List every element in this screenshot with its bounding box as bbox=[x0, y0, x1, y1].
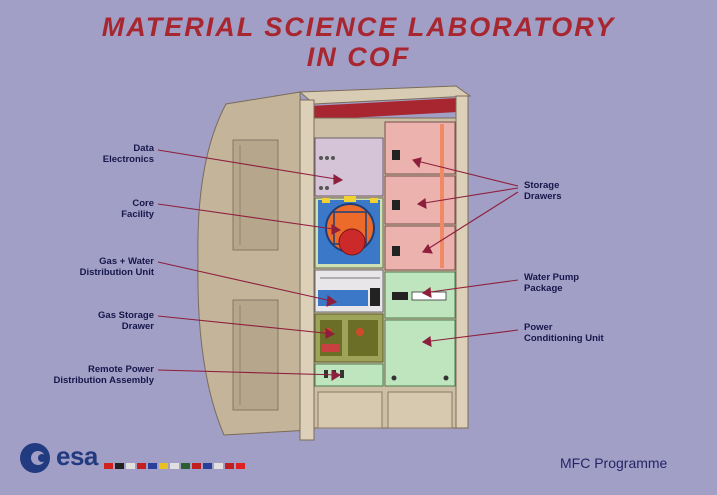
label-storage-drawers: Storage Drawers bbox=[524, 180, 562, 202]
side-vent-upper bbox=[232, 139, 279, 251]
power-conditioning-panel bbox=[384, 319, 456, 387]
rack-left-post bbox=[299, 99, 315, 441]
esa-emblem-icon bbox=[20, 443, 245, 473]
label-gas-storage-drawer: Gas Storage Drawer bbox=[98, 310, 154, 332]
title-line-1: MATERIAL SCIENCE LABORATORY bbox=[101, 12, 616, 42]
side-vent-lower bbox=[232, 299, 279, 411]
lower-left-bay bbox=[317, 391, 383, 429]
rack-right-post bbox=[455, 95, 469, 429]
esa-logo: esa bbox=[18, 440, 258, 480]
member-flags-icon bbox=[104, 463, 245, 469]
label-remote-power-distribution: Remote Power Distribution Assembly bbox=[53, 364, 154, 386]
storage-drawer-1 bbox=[384, 121, 456, 175]
label-water-pump-package: Water Pump Package bbox=[524, 272, 580, 294]
data-electronics-panel bbox=[314, 137, 384, 197]
label-gas-water-distribution: Gas + Water Distribution Unit bbox=[79, 256, 154, 278]
rack-side-panel bbox=[197, 91, 311, 436]
label-core-facility: Core Facility bbox=[121, 198, 154, 220]
label-power-conditioning-unit: Power Conditioning Unit bbox=[524, 322, 604, 344]
esa-logo-text: esa bbox=[56, 441, 98, 471]
label-data-electronics: Data Electronics bbox=[102, 143, 154, 165]
leader-lines bbox=[157, 149, 519, 381]
rack-top-red-band bbox=[310, 98, 458, 120]
programme-caption: MFC Programme bbox=[560, 455, 668, 471]
title-line-2: IN COF bbox=[306, 42, 411, 72]
lower-right-bay bbox=[387, 391, 453, 429]
